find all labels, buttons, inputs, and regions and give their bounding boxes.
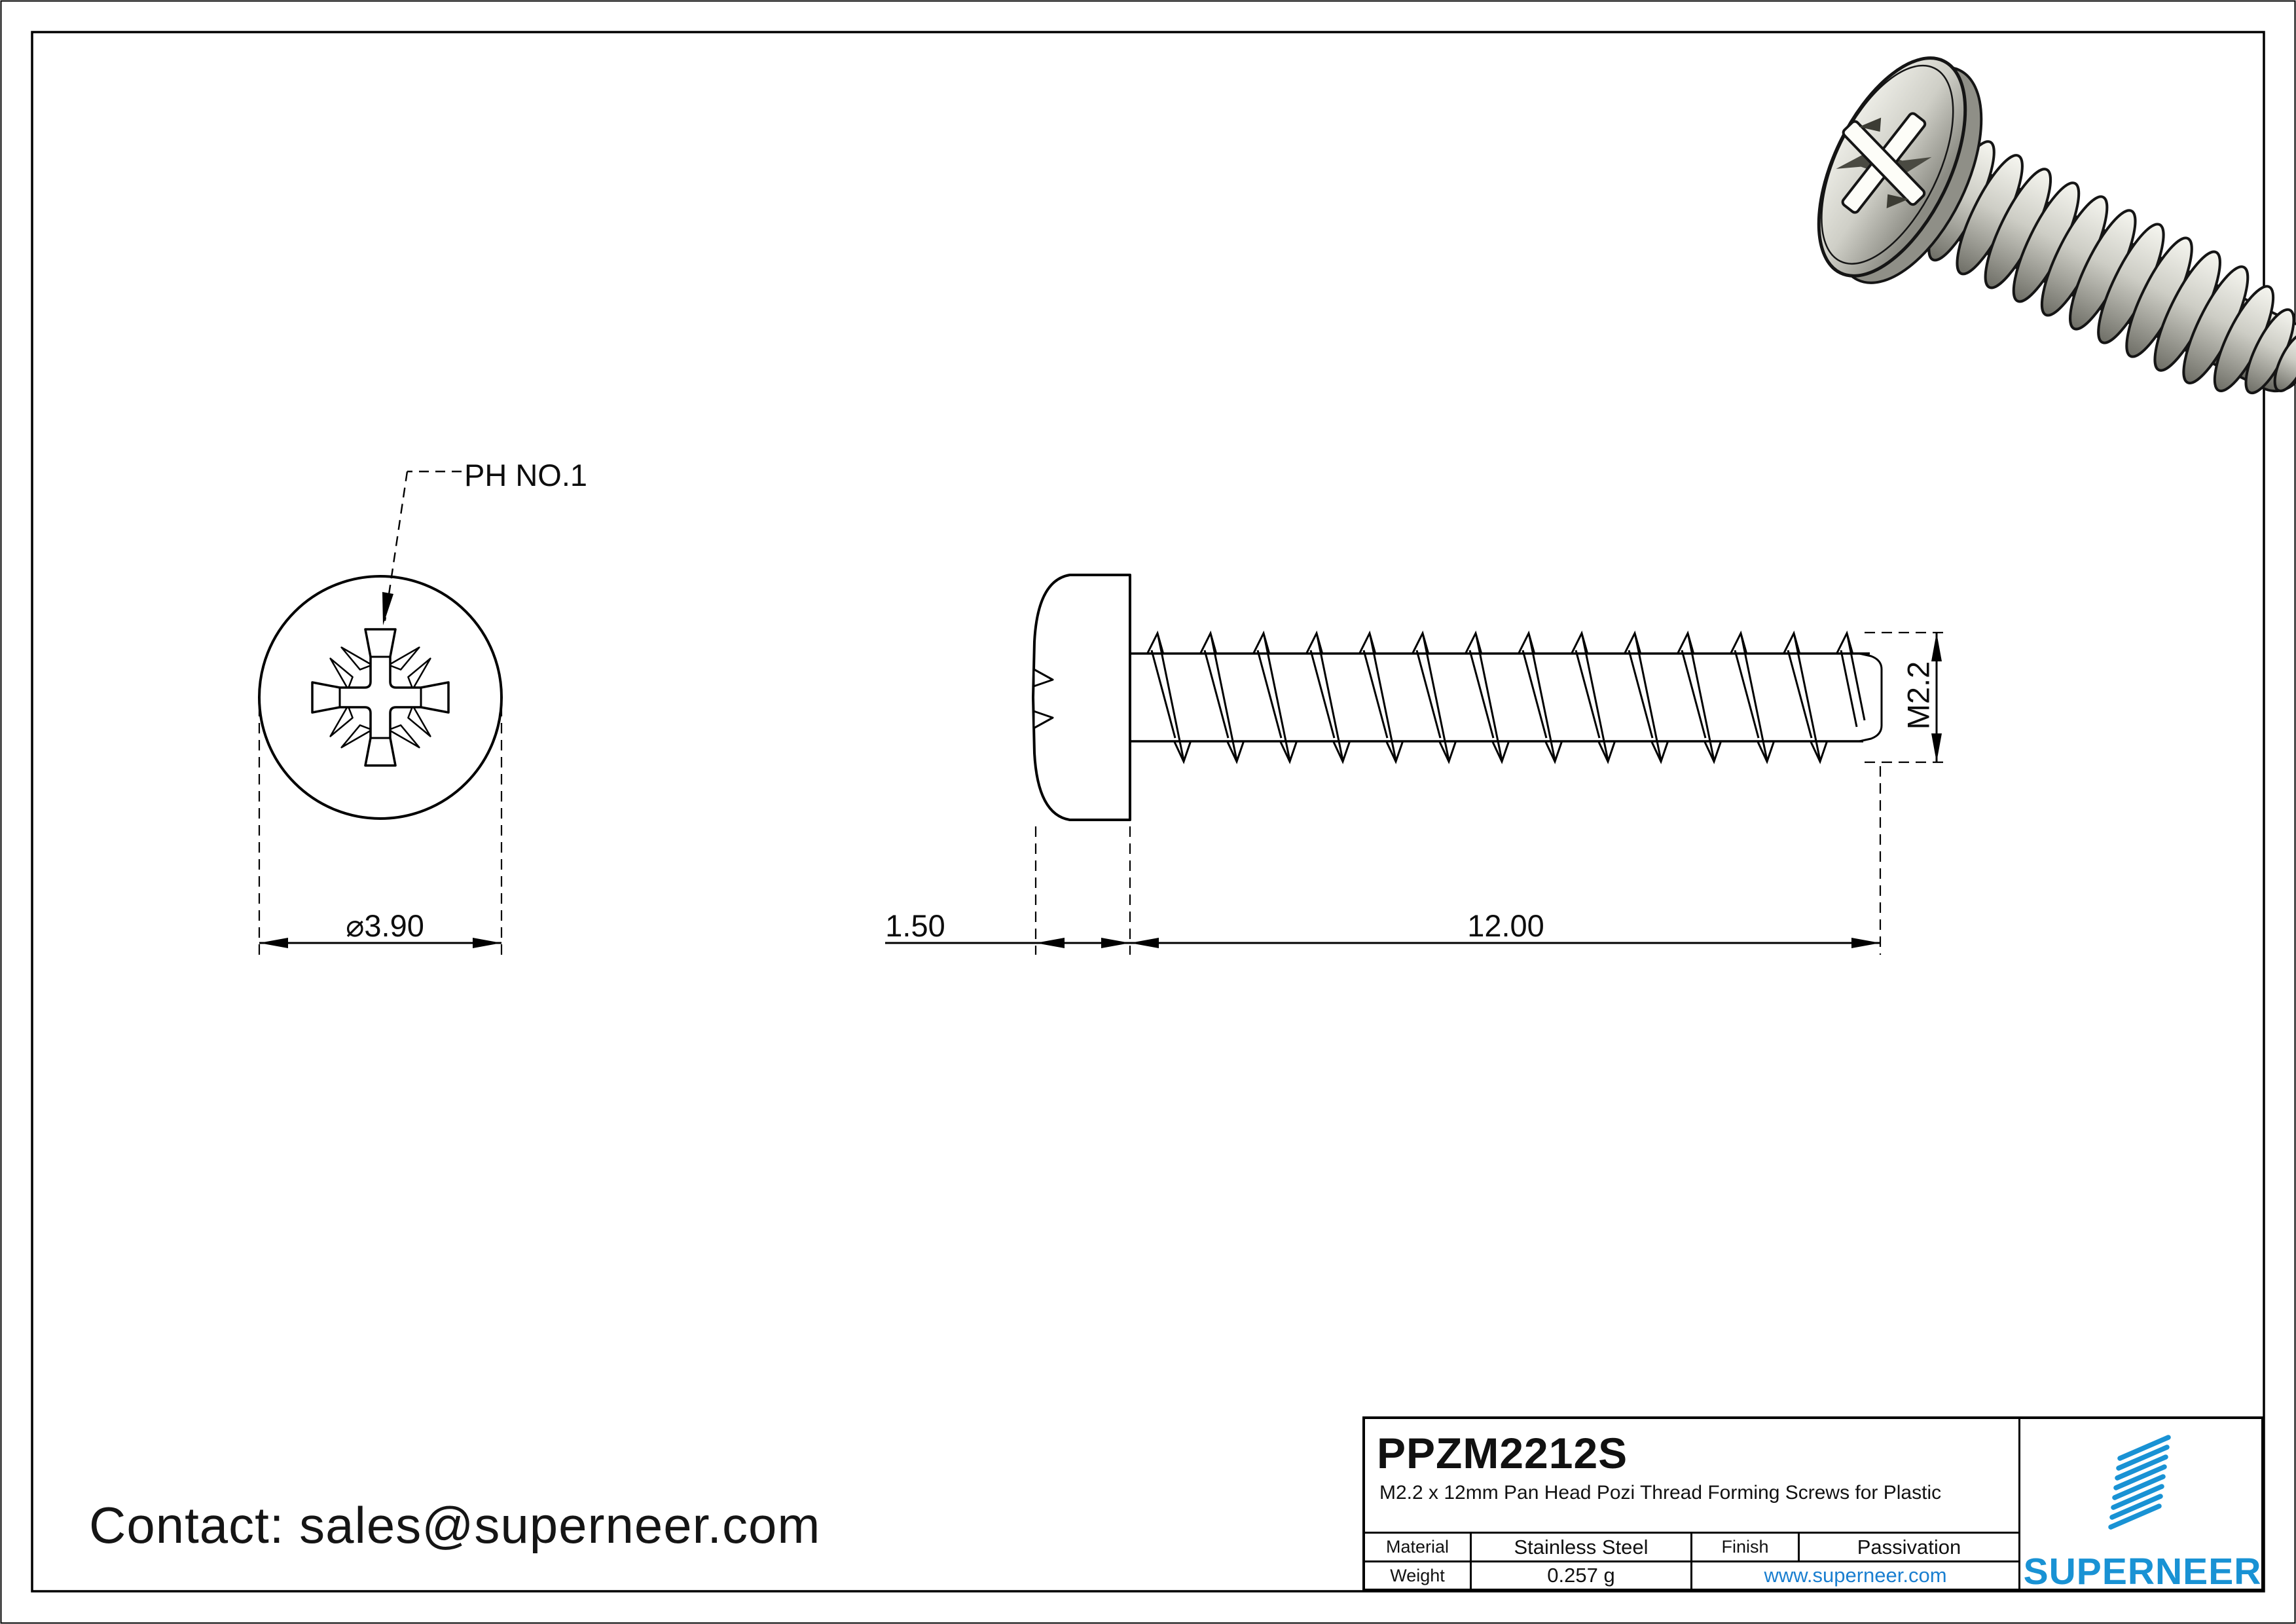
side-view-drawing <box>885 574 1947 955</box>
weight-label: Weight <box>1365 1562 1472 1589</box>
leader-line <box>384 470 462 621</box>
leader-arrow <box>382 592 393 625</box>
brand-name: SUPERNEER <box>2023 1551 2262 1593</box>
brand-logo-cell: SUPERNEER <box>2020 1419 2265 1593</box>
part-number: PPZM2212S <box>1377 1429 1628 1477</box>
weight-website-row: Weight 0.257 g www.superneer.com <box>1365 1560 2018 1589</box>
pozi-drive-icon <box>311 628 450 767</box>
part-description: M2.2 x 12mm Pan Head Pozi Thread Forming… <box>1379 1482 1942 1504</box>
front-view-drawing <box>258 470 503 955</box>
thread-length-dimension-text: 12.00 <box>1467 908 1544 943</box>
diameter-symbol: ⌀ <box>346 908 365 943</box>
screw-3d-render <box>1817 56 2296 395</box>
inner-frame <box>31 31 2265 1593</box>
drive-size-label: PH NO.1 <box>464 458 588 492</box>
title-block-main: PPZM2212S M2.2 x 12mm Pan Head Pozi Thre… <box>1365 1419 2020 1589</box>
material-finish-row: Material Stainless Steel Finish Passivat… <box>1365 1532 2018 1560</box>
head-diameter-dimension-text: ⌀3.90 <box>346 908 424 943</box>
diameter-dimension <box>258 706 503 955</box>
website-link[interactable]: www.superneer.com <box>1764 1564 1947 1587</box>
title-block: PPZM2212S M2.2 x 12mm Pan Head Pozi Thre… <box>1362 1416 2265 1593</box>
material-label: Material <box>1365 1534 1472 1560</box>
thread-spec-dimension-text: M2.2 <box>1901 661 1936 730</box>
finish-label: Finish <box>1692 1534 1800 1560</box>
weight-value: 0.257 g <box>1472 1562 1692 1589</box>
brand-flag-icon <box>2108 1435 2171 1530</box>
finish-value: Passivation <box>1857 1535 1961 1559</box>
material-value: Stainless Steel <box>1472 1534 1692 1560</box>
pozi-recess-3d <box>1836 112 1932 214</box>
head-height-dimension-text: 1.50 <box>885 908 945 943</box>
contact-email-text: Contact: sales@superneer.com <box>89 1496 821 1554</box>
title-block-header: PPZM2212S M2.2 x 12mm Pan Head Pozi Thre… <box>1365 1419 2018 1532</box>
length-dimensions <box>885 766 1882 955</box>
